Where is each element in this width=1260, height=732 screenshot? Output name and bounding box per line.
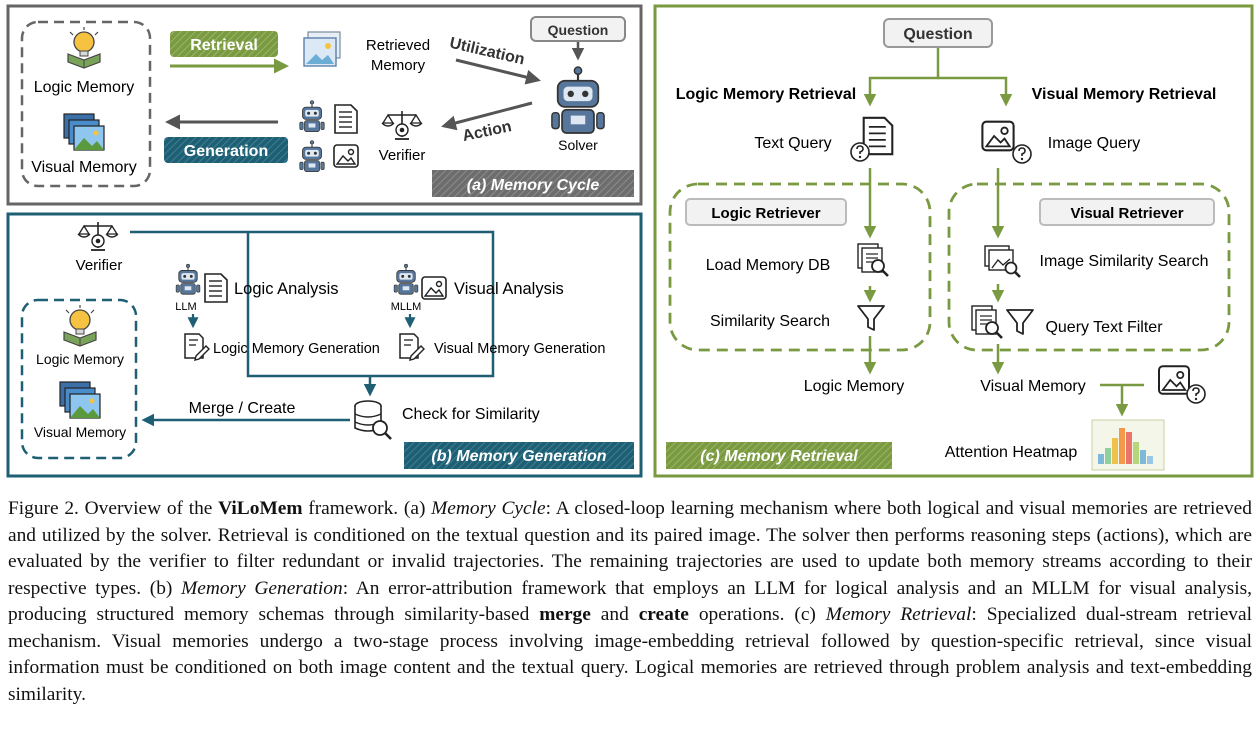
retrieved-memory-label-2: Memory	[371, 57, 426, 74]
panel-a-title-box	[432, 170, 634, 197]
heatmap-icon	[1091, 419, 1165, 471]
generation-badge	[164, 137, 288, 163]
merge-create-label: Merge / Create	[189, 400, 296, 417]
question-mark-icon	[1186, 384, 1206, 404]
framework-diagram: Logic Memory Visual Memory Retrieval Gen…	[6, 4, 1254, 478]
caption-merge: merge	[539, 604, 591, 625]
verifier-label: Verifier	[379, 147, 426, 164]
figure-caption: Figure 2. Overview of the ViLoMem framew…	[8, 496, 1252, 708]
logic-retriever-label: Logic Retriever	[711, 205, 820, 222]
logic-memory-label: Logic Memory	[34, 79, 134, 96]
visual-analysis-label: Visual Analysis	[454, 280, 564, 298]
document-icon	[204, 273, 228, 303]
verifier-label: Verifier	[76, 257, 123, 274]
mllm-label: MLLM	[391, 301, 422, 313]
visual-memory-label: Visual Memory	[980, 378, 1086, 395]
panel-c-title-box	[666, 442, 892, 469]
caption-text: : An error-attribution framework that em…	[8, 577, 1252, 626]
visual-memory-label: Visual Memory	[31, 159, 137, 176]
visual-memory-label: Visual Memory	[34, 424, 126, 440]
caption-text: operations. (c)	[688, 604, 826, 625]
question-label: Question	[903, 26, 972, 43]
image-icon	[421, 276, 447, 300]
llm-label: LLM	[175, 301, 196, 313]
panel-b-title: (b) Memory Generation	[431, 448, 606, 465]
attention-heatmap-label: Attention Heatmap	[945, 444, 1078, 461]
check-similarity-label: Check for Similarity	[402, 406, 540, 423]
panel-memory-generation: Verifier LLM Logic Analysis Logic Memory…	[6, 212, 643, 478]
visual-retriever-box	[1039, 198, 1215, 226]
panel-b-title-box	[404, 442, 634, 469]
visual-memory-generation-label: Visual Memory Generation	[434, 341, 605, 357]
similarity-search-label: Similarity Search	[710, 313, 830, 330]
retrieved-memory-label-1: Retrieved	[366, 37, 430, 54]
solver-label: Solver	[558, 137, 598, 153]
image-query-label: Image Query	[1048, 135, 1140, 152]
logic-analysis-label: Logic Analysis	[234, 280, 339, 298]
logic-memory-generation-label: Logic Memory Generation	[213, 341, 380, 357]
load-memory-db-label: Load Memory DB	[706, 257, 831, 274]
caption-create: create	[638, 604, 689, 625]
retrieval-badge	[170, 31, 278, 57]
question-box	[530, 16, 626, 42]
visual-retriever-label: Visual Retriever	[1070, 205, 1183, 222]
caption-figure-number: Figure 2. Overview of the	[8, 498, 219, 519]
panel-a-title: (a) Memory Cycle	[467, 177, 600, 194]
caption-text: framework. (a)	[302, 498, 432, 519]
question-mark-icon	[1012, 144, 1032, 164]
question-label: Question	[548, 22, 609, 38]
panel-memory-cycle: Logic Memory Visual Memory Retrieval Gen…	[6, 4, 643, 206]
image-similarity-search-label: Image Similarity Search	[1040, 253, 1209, 270]
image-icon	[1158, 365, 1190, 395]
caption-framework-name: ViLoMem	[218, 498, 303, 519]
caption-memory-generation: Memory Generation	[181, 577, 343, 599]
generation-label: Generation	[184, 143, 268, 160]
question-box	[883, 18, 993, 48]
text-query-label: Text Query	[754, 135, 831, 152]
image-icon	[333, 144, 359, 168]
caption-text: : Specialized dual-stream retrieval mech…	[8, 604, 1252, 705]
visual-memory-retrieval-label: Visual Memory Retrieval	[1032, 86, 1217, 103]
caption-memory-cycle: Memory Cycle	[431, 498, 546, 519]
caption-text: and	[590, 604, 639, 625]
panel-memory-retrieval: Question Logic Memory Retrieval Visual M…	[653, 4, 1254, 478]
logic-memory-retrieval-label: Logic Memory Retrieval	[676, 86, 857, 103]
logic-memory-label: Logic Memory	[36, 351, 124, 367]
caption-text: : A closed-loop learning mechanism where…	[8, 498, 1252, 599]
panel-c-title: (c) Memory Retrieval	[700, 448, 858, 465]
logic-memory-label: Logic Memory	[804, 378, 904, 395]
question-mark-icon	[850, 142, 870, 162]
caption-memory-retrieval: Memory Retrieval	[825, 604, 972, 625]
retrieved-memory-icon	[303, 31, 341, 67]
retrieval-label: Retrieval	[190, 37, 258, 54]
query-text-filter-label: Query Text Filter	[1045, 319, 1163, 336]
logic-retriever-box	[685, 198, 847, 226]
document-icon	[334, 104, 358, 134]
image-icon	[981, 120, 1015, 152]
